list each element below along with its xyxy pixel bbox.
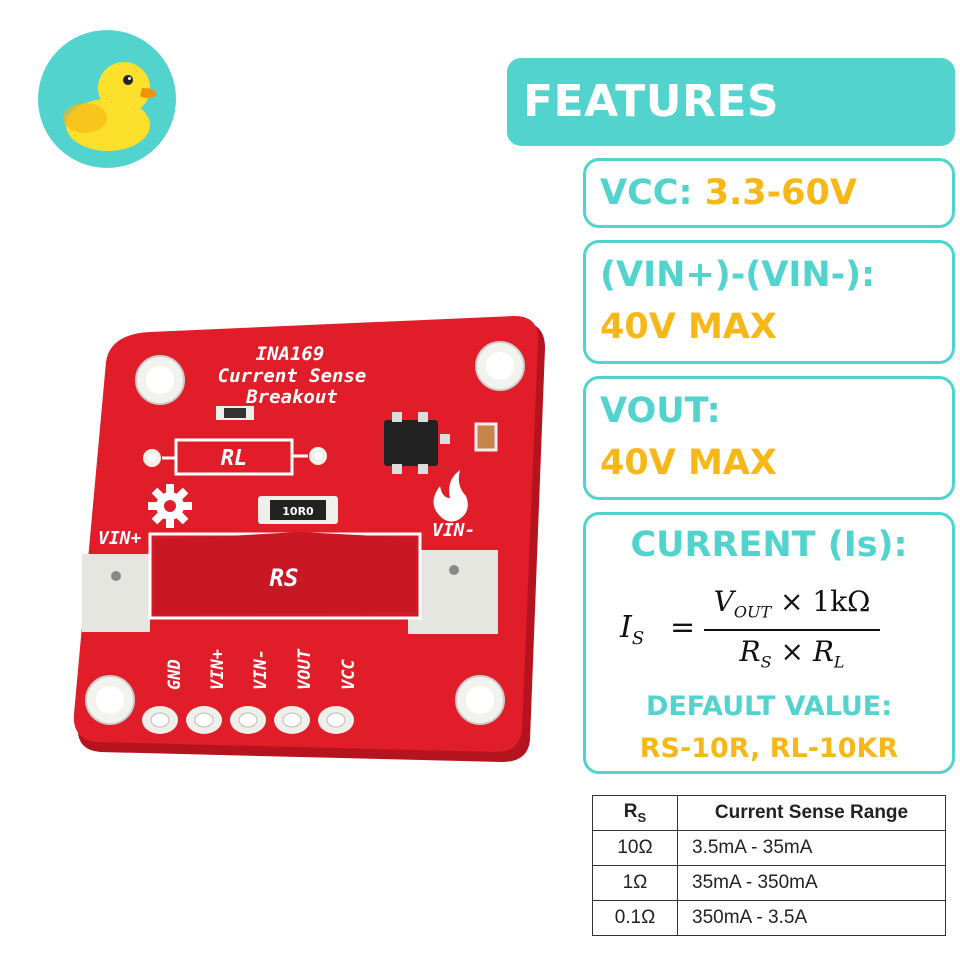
current-label: CURRENT (Is): [630,525,908,565]
formula-numerator: VOUT × 1kΩ [713,585,871,622]
table-row: 10Ω 3.5mA - 35mA [592,830,946,866]
pin-label: GND [165,659,185,690]
vout-value: 40V MAX [600,443,777,483]
table-cell-range: 350mA - 3.5A [677,900,946,936]
gear-icon [148,484,192,528]
board-title-line1: INA169 [256,343,325,365]
vin-value: 40V MAX [600,307,777,347]
features-header: FEATURES [507,58,955,146]
formula-fraction-bar [704,629,880,631]
board-title-line2: Current Sense [218,365,367,387]
header-pins [142,706,354,734]
table-header-row: RS Current Sense Range [592,795,946,831]
table-cell-rs: 10Ω [592,830,678,866]
current-feature-box: CURRENT (Is): IS = VOUT × 1kΩ RS × RL DE… [583,512,955,774]
table-cell-range: 3.5mA - 35mA [677,830,946,866]
table-cell-range: 35mA - 350mA [677,865,946,901]
formula-equals: = [670,610,696,645]
ina169-breakout-board: INA169 Current Sense Breakout RL 10R0 VI… [73,316,545,762]
table-row: 1Ω 35mA - 350mA [592,865,946,901]
table-header-range: Current Sense Range [677,795,946,831]
pin-label: VOUT [295,648,315,690]
duck-logo-icon [38,30,176,168]
vin-plus-label: VIN+ [98,528,142,549]
pin-label: VIN+ [208,649,228,690]
vcc-value: 3.3-60V [704,173,857,213]
vout-feature-box: VOUT: 40V MAX [583,376,955,500]
vcc-feature-box: VCC: 3.3-60V [583,158,955,228]
table-cell-rs: 1Ω [592,865,678,901]
resistor-code: 10R0 [282,505,314,518]
rs-label: RS [270,564,299,592]
vout-label: VOUT: [600,391,721,431]
vin-feature-box: (VIN+)-(VIN-): 40V MAX [583,240,955,364]
table-row: 0.1Ω 350mA - 3.5A [592,900,946,936]
default-value-label: DEFAULT VALUE: [645,691,893,722]
flame-icon [433,470,468,522]
vin-label: (VIN+)-(VIN-): [600,255,876,295]
formula-denominator: RS × RL [739,635,845,672]
current-sense-range-table: RS Current Sense Range 10Ω 3.5mA - 35mA … [592,795,946,936]
table-cell-rs: 0.1Ω [592,900,678,936]
formula-lhs: IS [620,610,645,649]
vin-minus-label: VIN- [432,520,475,541]
pin-label: VIN- [251,649,271,690]
default-value: RS-10R, RL-10KR [639,733,899,764]
rl-label: RL [221,446,248,471]
table-header-rs: RS [592,795,678,831]
board-title-line3: Breakout [245,386,338,408]
vcc-label: VCC: [600,173,693,213]
pin-label: VCC [339,659,359,690]
